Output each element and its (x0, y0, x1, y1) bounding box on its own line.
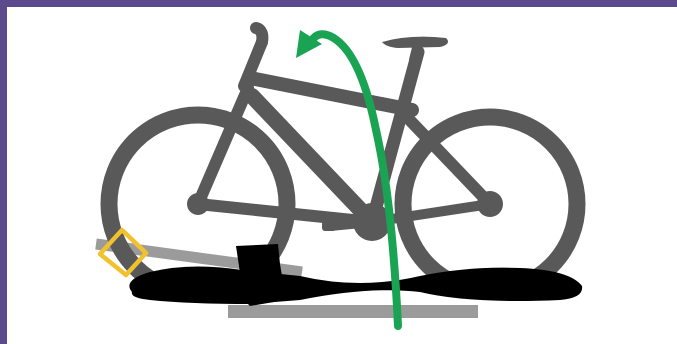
rear-hub (187, 193, 209, 215)
rack-crossbar (228, 305, 478, 318)
saddle-icon (382, 37, 448, 48)
front-hub (477, 191, 503, 217)
car-roof-silhouette (129, 266, 582, 304)
pedal (322, 221, 336, 231)
